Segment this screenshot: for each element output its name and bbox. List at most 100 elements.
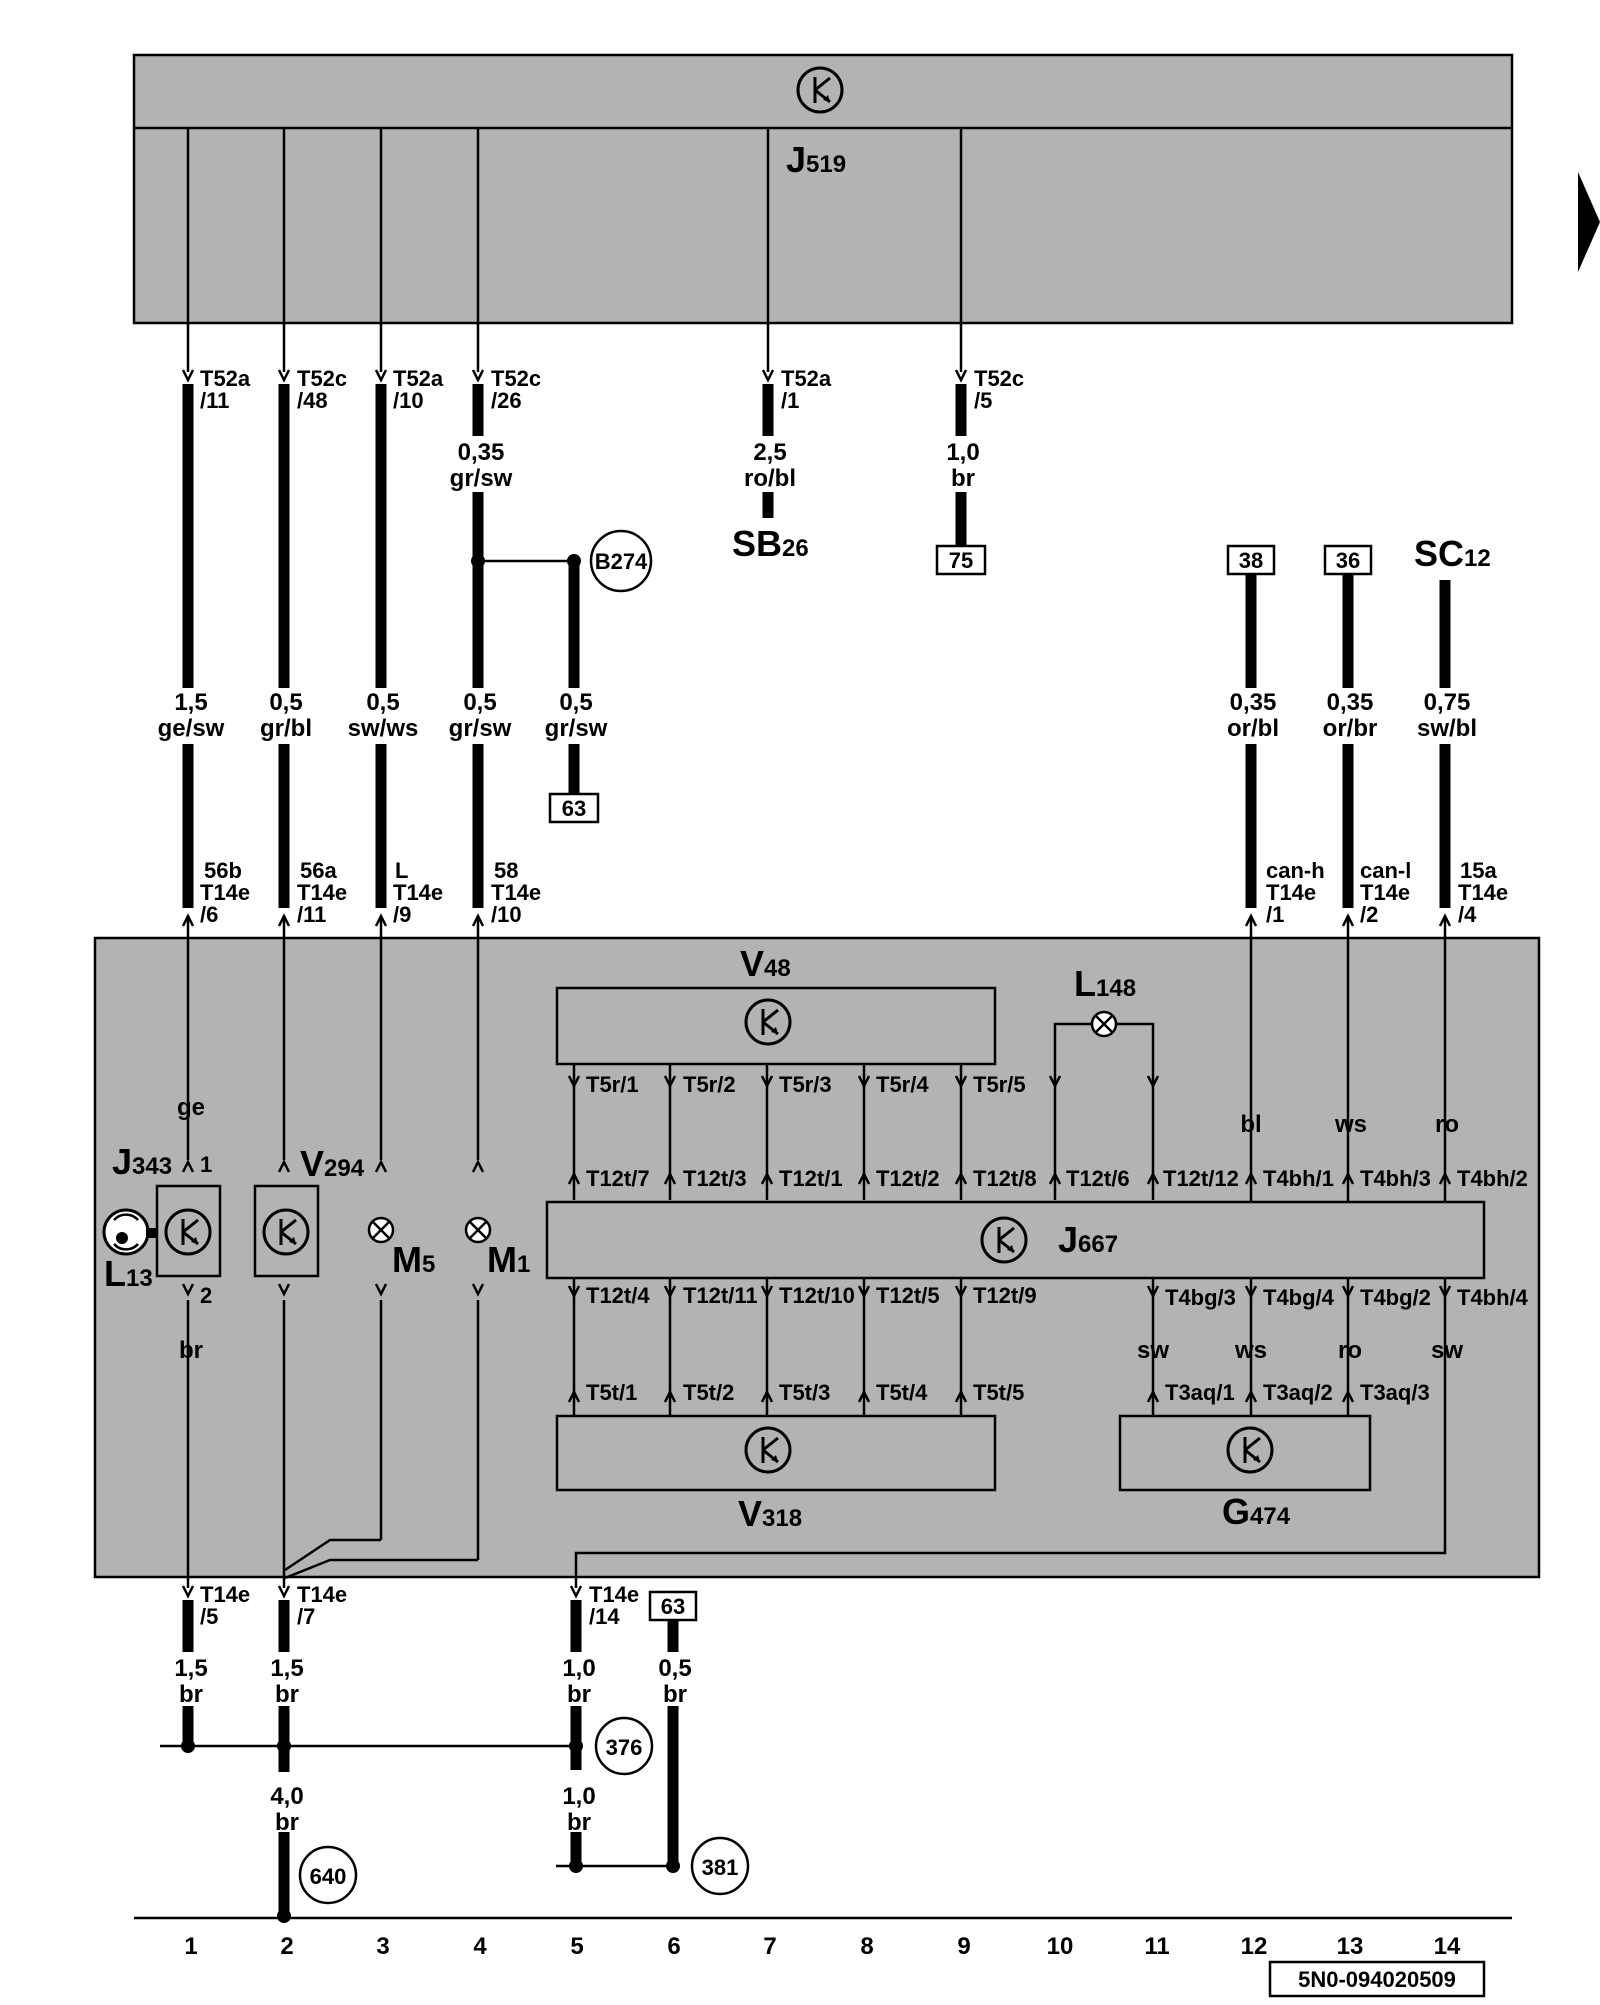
track-12: 12	[1241, 1933, 1268, 1960]
pin-t12t-11: T12t/11	[683, 1283, 758, 1308]
ref-box-63-top: 63	[548, 792, 600, 824]
color-ro-2: ro	[1338, 1337, 1362, 1364]
pin-t12t-6: T12t/6	[1066, 1166, 1130, 1191]
pin-t52a-11: T52a/11	[200, 366, 251, 413]
j519-label: J519	[786, 139, 846, 180]
track-9: 9	[957, 1933, 970, 1960]
pin-out-1: T14e/5	[200, 1582, 250, 1629]
pin-t12t-3: T12t/3	[683, 1166, 747, 1191]
track-numbers: 1 2 3 4 5 6 7 8 9 10 11 12 13 14	[184, 1933, 1461, 1960]
ref-box-38: 38	[1226, 544, 1276, 576]
pin-out-5: T14e/14	[589, 1582, 639, 1629]
m5-lamp-icon	[367, 1216, 395, 1244]
track-10: 10	[1047, 1933, 1074, 1960]
pin-t4bh-2: T4bh/2	[1457, 1166, 1528, 1191]
pin-t52a-1: T52a/1	[781, 366, 832, 413]
j343-label: J343	[112, 1141, 172, 1182]
pin-t12t-1: T12t/1	[779, 1166, 843, 1191]
track-6: 6	[667, 1933, 680, 1960]
j667-box	[545, 1200, 1486, 1280]
pin-t4bg-4: T4bg/4	[1263, 1285, 1335, 1310]
pin-t5r-2: T5r/2	[683, 1072, 736, 1097]
g474-label: G474	[1222, 1491, 1291, 1532]
pin-t12t-12: T12t/12	[1163, 1166, 1239, 1191]
ref-box-36: 36	[1323, 544, 1373, 576]
pin-t5t-2: T5t/2	[683, 1380, 734, 1405]
pin-t5r-5: T5r/5	[973, 1072, 1026, 1097]
v294-label: V294	[300, 1143, 365, 1184]
pin-t5r-1: T5r/1	[586, 1072, 639, 1097]
ref-376: 376	[606, 1735, 643, 1760]
pin-t5t-1: T5t/1	[586, 1380, 637, 1405]
track-4: 4	[473, 1933, 487, 1960]
pin-t3aq-3: T3aq/3	[1360, 1380, 1430, 1405]
v48-label: V48	[740, 943, 791, 984]
pin-t52c-48: T52c/48	[297, 366, 347, 413]
pin-t12t-7: T12t/7	[586, 1166, 650, 1191]
track-5: 5	[570, 1933, 583, 1960]
color-ge: ge	[177, 1094, 205, 1121]
pin-t12t-9: T12t/9	[973, 1283, 1037, 1308]
v318-label: V318	[738, 1493, 802, 1534]
ref-box-75: 75	[935, 544, 987, 576]
l13-label: L13	[104, 1253, 153, 1294]
ref-box-63-bottom: 63	[648, 1590, 698, 1622]
pin-t4bh-1: T4bh/1	[1263, 1166, 1334, 1191]
track-8: 8	[860, 1933, 873, 1960]
pin-t3aq-1: T3aq/1	[1165, 1380, 1235, 1405]
diagram-id-box: 5N0-094020509	[1268, 1960, 1486, 1998]
track-13: 13	[1337, 1933, 1364, 1960]
svg-text:36: 36	[1336, 548, 1360, 573]
pin-out-2: T14e/7	[297, 1582, 347, 1629]
pin-t5t-3: T5t/3	[779, 1380, 830, 1405]
v318-box	[555, 1414, 997, 1492]
ref-381: 381	[702, 1855, 739, 1880]
j667-label: J667	[1058, 1219, 1118, 1260]
j343-pin-2: 2	[200, 1283, 212, 1308]
svg-text:75: 75	[949, 548, 973, 573]
j343-pin-1: 1	[200, 1152, 212, 1177]
pin-t4bh-3: T4bh/3	[1360, 1166, 1431, 1191]
pin-t5r-3: T5r/3	[779, 1072, 832, 1097]
track-3: 3	[376, 1933, 389, 1960]
color-sw-2: sw	[1431, 1337, 1463, 1364]
pin-t12t-10: T12t/10	[779, 1283, 855, 1308]
track-7: 7	[763, 1933, 776, 1960]
color-br: br	[179, 1337, 203, 1364]
pin-t4bg-2: T4bg/2	[1360, 1285, 1431, 1310]
ref-sb26: SB26	[732, 523, 809, 564]
pin-t4bg-3: T4bg/3	[1165, 1285, 1236, 1310]
track-2: 2	[280, 1933, 293, 1960]
color-ro: ro	[1435, 1111, 1459, 1138]
track-11: 11	[1144, 1933, 1169, 1960]
svg-text:38: 38	[1239, 548, 1263, 573]
pin-t12t-4: T12t/4	[586, 1283, 650, 1308]
pin-t52c-5: T52c/5	[974, 366, 1024, 413]
pin-t12t-2: T12t/2	[876, 1166, 940, 1191]
svg-text:63: 63	[562, 796, 586, 821]
pin-t52c-26: T52c/26	[491, 366, 541, 413]
pin-t12t-8: T12t/8	[973, 1166, 1037, 1191]
continue-arrow-icon[interactable]	[1578, 172, 1600, 272]
pin-t5t-5: T5t/5	[973, 1380, 1024, 1405]
pin-t52a-10: T52a/10	[393, 366, 444, 413]
pin-t5t-4: T5t/4	[876, 1380, 928, 1405]
l148-lamp-icon	[1090, 1010, 1118, 1038]
